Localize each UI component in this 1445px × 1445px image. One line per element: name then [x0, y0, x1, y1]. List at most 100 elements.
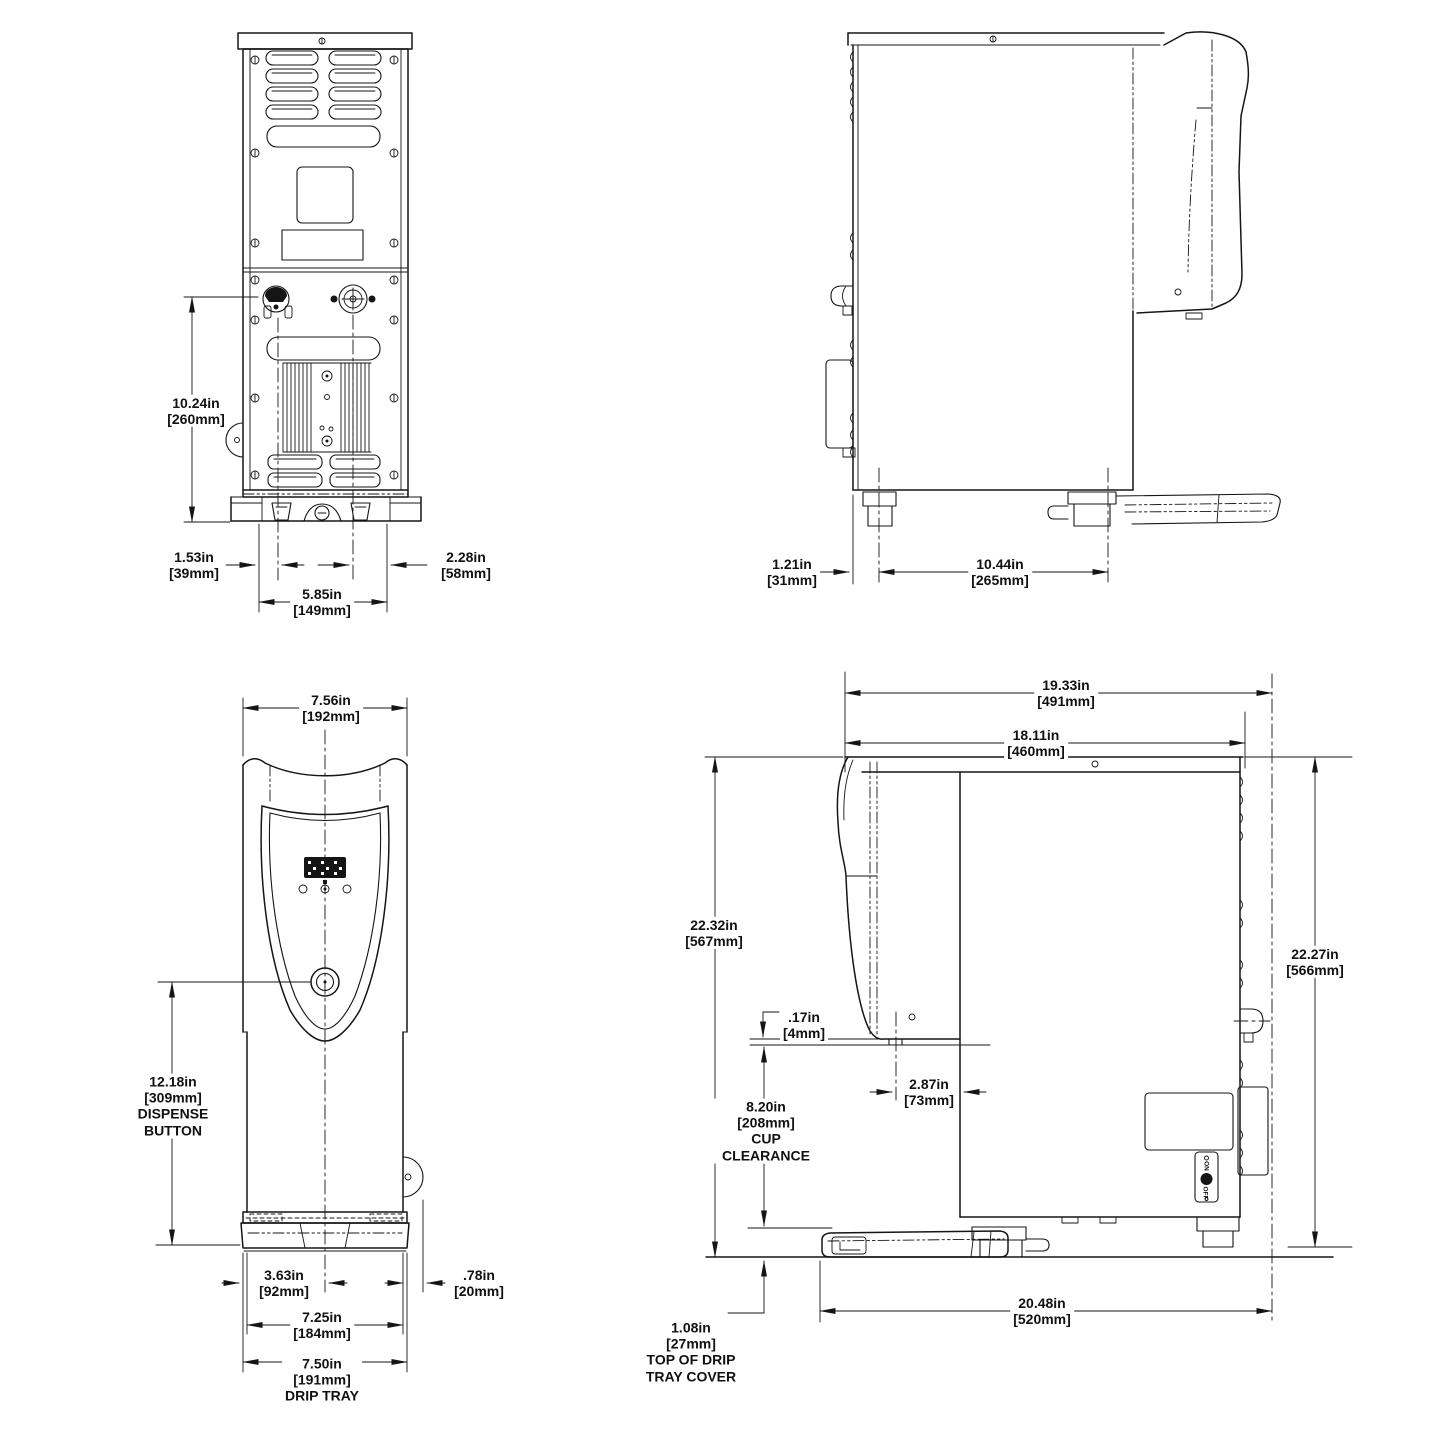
dim-value-mm: [208mm]: [737, 1114, 795, 1131]
side-knob-rear: [225, 422, 244, 458]
dim-ls-cup-clearance: 8.20in [208mm] CUP CLEARANCE: [713, 1098, 819, 1164]
dim-value-mm: [265mm]: [971, 572, 1029, 588]
rear-louver-edges-left-view: [1239, 776, 1243, 1177]
heat-sink: [282, 362, 372, 453]
dim-ls-drip-tray-height: 1.08in [27mm] TOP OF DRIP TRAY COVER: [638, 1319, 744, 1385]
dim-value-mm: [566mm]: [1286, 962, 1344, 978]
dim-ls-rear-height: 22.27in [566mm]: [1283, 945, 1347, 979]
spec-label-plate: [1144, 1092, 1234, 1151]
dim-value-mm: [191mm]: [293, 1371, 351, 1388]
dim-ls-overall-height: 22.32in [567mm]: [682, 916, 746, 950]
dim-ls-spout-setback: 2.87in [73mm]: [901, 1075, 957, 1109]
thermostat-fitting: [1233, 1008, 1271, 1043]
left-side-feet: [971, 1216, 1240, 1258]
dim-value-in: .78in: [463, 1266, 495, 1283]
dim-value-mm: [73mm]: [904, 1092, 954, 1108]
dim-value-mm: [58mm]: [441, 565, 491, 581]
rear-louver-edges: [850, 51, 854, 458]
dim-front-side-protrusion: .78in [20mm]: [451, 1266, 507, 1300]
power-switch-off-label: OFF: [1202, 1187, 1209, 1200]
dim-value-in: 7.50in: [302, 1355, 342, 1372]
drip-tray-left-view: [821, 1230, 1009, 1258]
dim-front-center-offset: 3.63in [92mm]: [256, 1266, 312, 1300]
dim-front-body-width: 7.25in [184mm]: [290, 1308, 354, 1342]
dim-value-in: 10.44in: [976, 555, 1024, 572]
dim-value-in: .17in: [788, 1008, 820, 1025]
right-side-view: [817, 31, 1281, 585]
dim-value-in: 3.63in: [264, 1266, 304, 1283]
sight-gauge-fitting: [830, 285, 854, 316]
dim-side-foot-spacing: 10.44in [265mm]: [968, 555, 1032, 589]
dim-caption: TOP OF DRIP TRAY COVER: [645, 1352, 737, 1385]
dim-value-mm: [92mm]: [259, 1283, 309, 1299]
front-view: [155, 697, 446, 1373]
dim-value-mm: [460mm]: [1007, 743, 1065, 759]
front-hood-left-profile: [836, 756, 961, 1040]
dim-value-mm: [4mm]: [782, 1025, 826, 1041]
dim-value-in: 20.48in: [1018, 1294, 1066, 1311]
rear-vent-louvers: [265, 50, 382, 120]
rear-slot-vent: [266, 125, 381, 148]
dim-caption: DISPENSE BUTTON: [137, 1106, 209, 1139]
dim-caption: CUP CLEARANCE: [722, 1131, 810, 1164]
dim-caption: DRIP TRAY: [285, 1388, 359, 1405]
dim-value-mm: [20mm]: [454, 1283, 504, 1299]
rear-box-left-view: [1237, 1086, 1269, 1176]
drip-tray-front: [240, 1211, 410, 1252]
dim-value-in: 22.32in: [690, 916, 738, 933]
dim-value-mm: [184mm]: [293, 1325, 351, 1341]
clearance-dimension-lines: [727, 1011, 1273, 1323]
left-side-dimension-lines: [704, 671, 1353, 1323]
dim-value-in: 2.87in: [909, 1075, 949, 1092]
drip-tray-arm-side: [1115, 493, 1281, 525]
left-side-view: ON OFF: [704, 671, 1353, 1323]
dim-ls-spout-gap: .17in [4mm]: [779, 1008, 829, 1042]
dim-value-mm: [39mm]: [169, 565, 219, 581]
dim-rear-left-offset: 1.53in [39mm]: [166, 548, 222, 582]
dim-value-mm: [520mm]: [1013, 1311, 1071, 1327]
dim-side-rear-foot-offset: 1.21in [31mm]: [764, 555, 820, 589]
dim-value-mm: [309mm]: [144, 1089, 202, 1106]
dim-value-in: 1.21in: [772, 555, 812, 572]
dim-value-in: 19.33in: [1042, 676, 1090, 693]
dim-value-in: 22.27in: [1291, 945, 1339, 962]
dim-rear-right-offset: 2.28in [58mm]: [438, 548, 494, 582]
dim-value-mm: [149mm]: [293, 602, 351, 618]
front-hood-side-profile: [1136, 31, 1250, 320]
power-cord-grommet: [262, 285, 293, 319]
dim-front-drip-tray-width: 7.50in [191mm] DRIP TRAY: [282, 1355, 362, 1405]
dim-value-in: 12.18in: [149, 1073, 197, 1090]
dim-front-top-width: 7.56in [192mm]: [299, 691, 363, 725]
rear-base-and-feet: [230, 489, 422, 522]
dim-value-in: 10.24in: [172, 394, 220, 411]
dim-value-mm: [260mm]: [167, 411, 225, 427]
dim-value-in: 7.25in: [302, 1308, 342, 1325]
right-side-dimension-lines: [817, 467, 1109, 585]
rear-label-plate: [281, 229, 364, 261]
dim-value-in: 1.08in: [671, 1319, 711, 1336]
side-knob-front: [402, 1156, 424, 1198]
dim-value-in: 8.20in: [746, 1098, 786, 1115]
dim-value-in: 2.28in: [446, 548, 486, 565]
rear-lower-slot-vent: [266, 336, 381, 361]
dim-rear-foot-spacing: 5.85in [149mm]: [290, 585, 354, 619]
rear-screws: [250, 55, 399, 480]
dim-ls-overall-depth: 19.33in [491mm]: [1034, 676, 1098, 710]
dim-value-in: 18.11in: [1012, 726, 1060, 743]
rear-bottom-louvers: [267, 454, 381, 488]
dim-value-mm: [27mm]: [666, 1335, 716, 1352]
rear-view: [183, 32, 428, 613]
dim-ls-body-depth: 18.11in [460mm]: [1004, 726, 1068, 760]
dim-value-in: 5.85in: [302, 585, 342, 602]
rear-box-side: [825, 359, 854, 449]
rear-access-panel: [296, 166, 354, 224]
dim-ls-base-depth: 20.48in [520mm]: [1010, 1294, 1074, 1328]
dim-value-mm: [31mm]: [767, 572, 817, 588]
dim-value-mm: [192mm]: [302, 708, 360, 724]
right-side-feet: [862, 491, 1117, 527]
power-switch[interactable]: ON OFF: [1194, 1151, 1219, 1203]
water-inlet-fitting: [330, 284, 376, 314]
dim-value-in: 1.53in: [174, 548, 214, 565]
